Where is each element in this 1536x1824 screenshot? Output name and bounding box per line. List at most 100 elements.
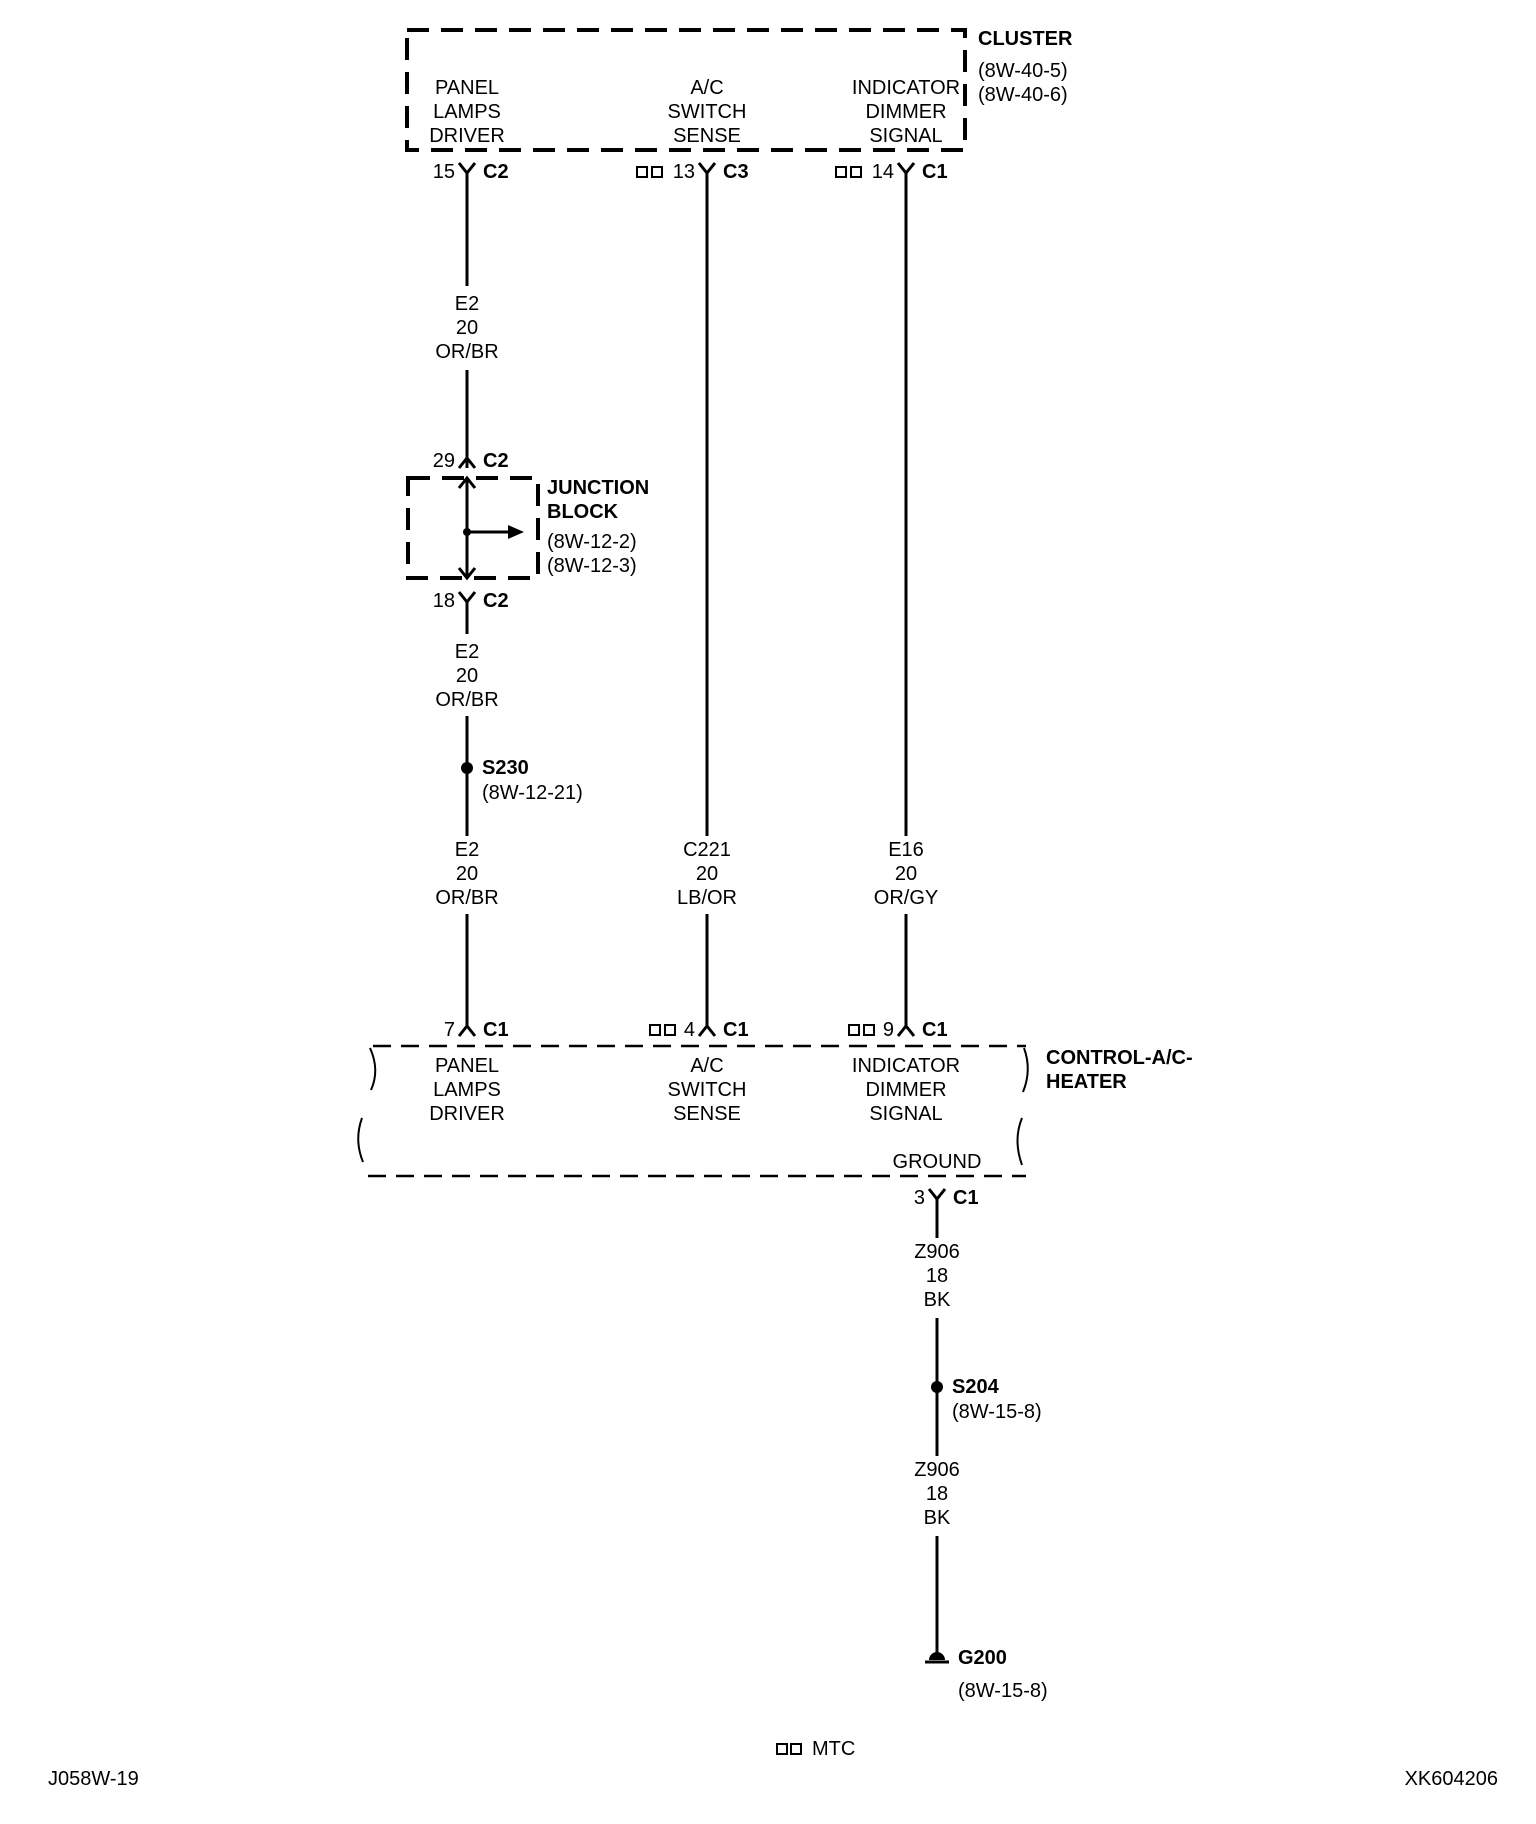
junction-connector-18: 18 C2 [433,590,509,612]
wire-circuit: E2 [455,839,479,861]
wire-label-e2-c: E2 20 OR/BR [435,839,498,909]
pin-number: 15 [433,161,455,183]
wire-gauge: 20 [696,863,718,885]
wire-label-c221: C221 20 LB/OR [677,839,737,909]
pin-number: 4 [684,1019,695,1041]
cluster-ref-2: (8W-40-6) [978,84,1068,106]
control-pin1-line3: DRIVER [429,1103,505,1125]
wire-gauge: 18 [926,1483,948,1505]
legend-mtc: MTC [776,1738,855,1760]
junction-connector-29: 29 C2 [433,450,509,472]
splice-dot-icon [931,1381,943,1393]
wire-circuit: E16 [888,839,924,861]
control-connector-7: 7 C1 [444,1019,509,1041]
wire-circuit: Z906 [914,1459,960,1481]
control-title-1: CONTROL-A/C- [1046,1047,1193,1069]
control-pin1-line1: PANEL [435,1055,499,1077]
footer-left-code: J058W-19 [48,1768,139,1790]
pin-number: 29 [433,450,455,472]
pin-number: 18 [433,590,455,612]
cluster-pin2-line3: SENSE [673,125,741,147]
control-ground-label: GROUND [893,1151,982,1173]
control-pin1-line2: LAMPS [433,1079,501,1101]
splice-dot-icon [461,762,473,774]
cluster-pin1-line2: LAMPS [433,101,501,123]
pin-number: 13 [673,161,695,183]
wire-label-e2-a: E2 20 OR/BR [435,293,498,363]
connector-symbol [457,455,477,469]
cluster-pin3-line2: DIMMER [865,101,946,123]
cluster-connector-15: 15 C2 [433,161,509,183]
control-pin3-line2: DIMMER [865,1079,946,1101]
control-connector-4: 4 C1 [649,1019,749,1041]
mtc-box-icon [664,1024,676,1036]
pin-number: 7 [444,1019,455,1041]
mtc-box-icon [848,1024,860,1036]
control-ac-heater-module: CONTROL-A/C- HEATER PANEL LAMPS DRIVER A… [357,1044,1193,1178]
mtc-box-icon [649,1024,661,1036]
wire-circuit: C221 [683,839,731,861]
pin-number: 14 [872,161,894,183]
control-left-break [357,1117,364,1163]
cluster-pin1-line1: PANEL [435,77,499,99]
cluster-module: CLUSTER (8W-40-5) (8W-40-6) PANEL LAMPS … [405,28,1073,152]
junction-ref-1: (8W-12-2) [547,531,637,553]
connector-id: C3 [723,161,749,183]
mtc-box-icon [790,1743,802,1755]
control-pin3-line1: INDICATOR [852,1055,960,1077]
ground-icon [929,1652,945,1660]
wire-label-e16: E16 20 OR/GY [874,839,938,909]
control-connector-3: 3 C1 [914,1187,979,1209]
mtc-box-icon [863,1024,875,1036]
cluster-pin2-line2: SWITCH [668,101,747,123]
mtc-box-icon [850,166,862,178]
wire-label-z906-a: Z906 18 BK [914,1241,960,1311]
wire-circuit: Z906 [914,1241,960,1263]
mtc-box-icon [835,166,847,178]
wire-gauge: 18 [926,1265,948,1287]
control-pin2-line2: SWITCH [668,1079,747,1101]
control-connector-9: 9 C1 [848,1019,948,1041]
pin-number: 3 [914,1187,925,1209]
control-pin3-line3: SIGNAL [869,1103,942,1125]
wire-gauge: 20 [456,863,478,885]
pin-number: 9 [883,1019,894,1041]
splice-s204: S204 (8W-15-8) [931,1376,1042,1423]
ground-g200: G200 (8W-15-8) [925,1647,1048,1702]
connector-id: C1 [723,1019,749,1041]
footer-right-code: XK604206 [1405,1768,1498,1790]
wire-color: OR/GY [874,887,938,909]
wire-color: OR/BR [435,341,498,363]
control-pin2-line1: A/C [690,1055,723,1077]
junction-block: JUNCTION BLOCK (8W-12-2) (8W-12-3) [406,475,649,581]
splice-s230: S230 (8W-12-21) [461,757,583,804]
wire-gauge: 20 [895,863,917,885]
cluster-pin2-line1: A/C [690,77,723,99]
mtc-box-icon [651,166,663,178]
wire-label-z906-b: Z906 18 BK [914,1459,960,1529]
cluster-dashed-box [405,28,967,152]
connector-symbol [457,591,477,605]
legend-mtc-label: MTC [812,1738,855,1760]
connector-id: C2 [483,590,509,612]
connector-id: C1 [922,1019,948,1041]
control-right-break [1022,1047,1029,1093]
wire-color: OR/BR [435,887,498,909]
control-title-2: HEATER [1046,1071,1127,1093]
connector-id: C1 [483,1019,509,1041]
connector-symbol [697,1023,717,1037]
connector-symbol [896,162,916,176]
cluster-connector-13: 13 C3 [636,161,749,183]
junction-title-1: JUNCTION [547,477,649,499]
cluster-ref-1: (8W-40-5) [978,60,1068,82]
junction-dashed-box [406,476,540,580]
splice-ref: (8W-12-21) [482,782,583,804]
wire-color: BK [924,1289,951,1311]
connector-symbol [697,162,717,176]
splice-id: S204 [952,1376,1000,1398]
connector-id: C2 [483,450,509,472]
control-right-break [1016,1117,1023,1166]
connector-symbol [457,162,477,176]
arrow-right-icon [508,525,524,539]
